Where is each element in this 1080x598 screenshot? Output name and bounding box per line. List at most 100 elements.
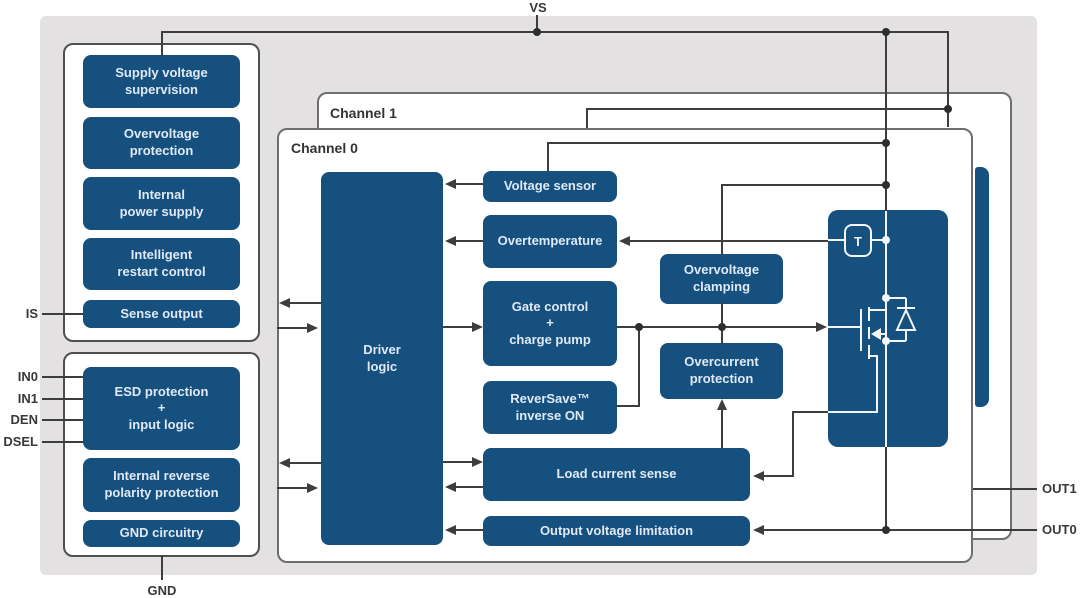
arrow-driver-left-out-bottom (279, 458, 290, 468)
block-label: Overcurrent (684, 354, 759, 370)
pin-label-dsel: DSEL (3, 434, 38, 449)
overvoltage-clamping-block: Overvoltage clamping (660, 254, 783, 304)
wire-driver-left-in-bottom (277, 487, 307, 489)
block-label: Overvoltage (683, 262, 760, 278)
block-label: Voltage sensor (503, 178, 597, 194)
overvoltage-protection-block: Overvoltage protection (83, 117, 240, 169)
intelligent-restart-control-block: Intelligent restart control (83, 238, 240, 290)
pin-label-in0: IN0 (17, 369, 38, 384)
arrow-driver-into-lcs (472, 457, 483, 467)
wire-vs-branch-down (885, 31, 887, 211)
wire-driver-to-gatecontrol (443, 326, 472, 328)
load-current-sense-block: Load current sense (483, 448, 750, 501)
node-dot-source (882, 337, 890, 345)
wire-ovl-to-driver (456, 529, 483, 531)
arrow-ovl-into-driver (445, 525, 456, 535)
wire-overtemp-to-driver (456, 240, 483, 242)
channel1-label: Channel 1 (330, 105, 397, 121)
arrow-overtemp-into-driver (445, 236, 456, 246)
block-label: Sense output (120, 305, 203, 321)
block-label: ReverSave™ (510, 390, 590, 406)
pin-label-in1: IN1 (17, 391, 38, 406)
wire-out0-rail (764, 529, 1037, 531)
overtemperature-block: Overtemperature (483, 215, 617, 268)
arrow-driver-left-in-top (307, 323, 318, 333)
junction-vs-branch (882, 28, 890, 36)
wire-reversave-branch (638, 326, 640, 407)
block-label: Intelligent (130, 247, 193, 263)
wire-in1-pin (42, 398, 83, 400)
wire-channel1-vs-feed (587, 108, 948, 110)
block-label: Load current sense (556, 466, 677, 482)
block-label: Overvoltage (123, 126, 200, 142)
arrow-driver-left-in-bottom (307, 483, 318, 493)
reverse-polarity-protection-block: Internal reverse polarity protection (83, 458, 240, 512)
block-label: protection (689, 371, 754, 386)
reversave-inverse-on-block: ReverSave™ inverse ON (483, 381, 617, 434)
fet-bulk-arrow (871, 328, 881, 340)
wire-ovclamp-feed (722, 184, 886, 186)
wire-fet-sense-drop (792, 411, 794, 476)
sense-output-block: Sense output (83, 300, 240, 328)
wire-tsensor-to-overtemp (630, 240, 828, 242)
wire-fet-sense-out (793, 411, 828, 413)
block-label: protection (129, 143, 194, 158)
block-label: input logic (128, 416, 195, 432)
driver-logic-block: Driver logic (321, 172, 443, 545)
wire-lcs-to-driver (456, 486, 483, 488)
junction-protection (718, 323, 726, 331)
wire-vs-pin-stub (536, 15, 538, 32)
wire-gate-line (617, 326, 816, 328)
wire-lcs-to-overcurrent (721, 409, 723, 448)
pin-label-gnd: GND (147, 583, 177, 598)
arrow-into-overtemp-right (619, 236, 630, 246)
overcurrent-protection-block: Overcurrent protection (660, 343, 783, 399)
block-label: GND circuitry (119, 525, 204, 541)
arrow-lcs-into-driver (445, 482, 456, 492)
block-label: Overtemperature (497, 233, 603, 249)
arrow-driver-left-out-top (279, 298, 290, 308)
pin-label-is: IS (25, 306, 38, 321)
arrow-out0-into-ovl (753, 525, 764, 535)
output-voltage-limitation-block: Output voltage limitation (483, 516, 750, 546)
gnd-circuitry-block: GND circuitry (83, 520, 240, 547)
wire-out1-rail (973, 488, 1037, 490)
fet-source-sense-wire (828, 355, 878, 413)
block-label: restart control (117, 264, 206, 279)
wire-den-pin (42, 419, 83, 421)
block-label: logic (366, 358, 398, 374)
node-dot-drain (882, 294, 890, 302)
wire-reversave-stub (617, 405, 640, 407)
wire-voltage-sensor-feed (548, 142, 886, 144)
wire-vs-left-riser (161, 31, 163, 56)
wire-channel1-vs-drop (586, 108, 588, 128)
gate-control-charge-pump-block: Gate control + charge pump (483, 281, 617, 366)
pin-label-vs: VS (529, 0, 547, 15)
wire-vs-rail (162, 31, 949, 33)
internal-power-supply-block: Internal power supply (83, 177, 240, 230)
pin-label-den: DEN (10, 412, 38, 427)
wire-driver-left-out-bottom (290, 462, 321, 464)
pin-label-out1: OUT1 (1042, 481, 1077, 496)
junction-out0 (882, 526, 890, 534)
wire-driver-to-lcs (443, 461, 472, 463)
esd-input-logic-block: ESD protection + input logic (83, 367, 240, 450)
block-label: Internal (138, 186, 185, 202)
block-label: clamping (692, 279, 751, 294)
junction-reversave (635, 323, 643, 331)
supply-voltage-supervision-block: Supply voltage supervision (83, 55, 240, 108)
arrow-vsensor-into-driver (445, 179, 456, 189)
diode-triangle (895, 307, 917, 331)
power-fet-block (828, 210, 948, 447)
wire-driver-left-out-top (290, 302, 321, 304)
block-label: supervision (125, 81, 198, 97)
block-label: power supply (119, 203, 204, 219)
block-label: inverse ON (515, 407, 585, 423)
block-label: + (157, 400, 166, 416)
block-label: Output voltage limitation (539, 522, 694, 538)
node-dot-temp (882, 236, 890, 244)
junction-vs-pin (533, 28, 541, 36)
junction-channel1-feed (944, 105, 952, 113)
wire-vs-right-riser (947, 31, 949, 127)
